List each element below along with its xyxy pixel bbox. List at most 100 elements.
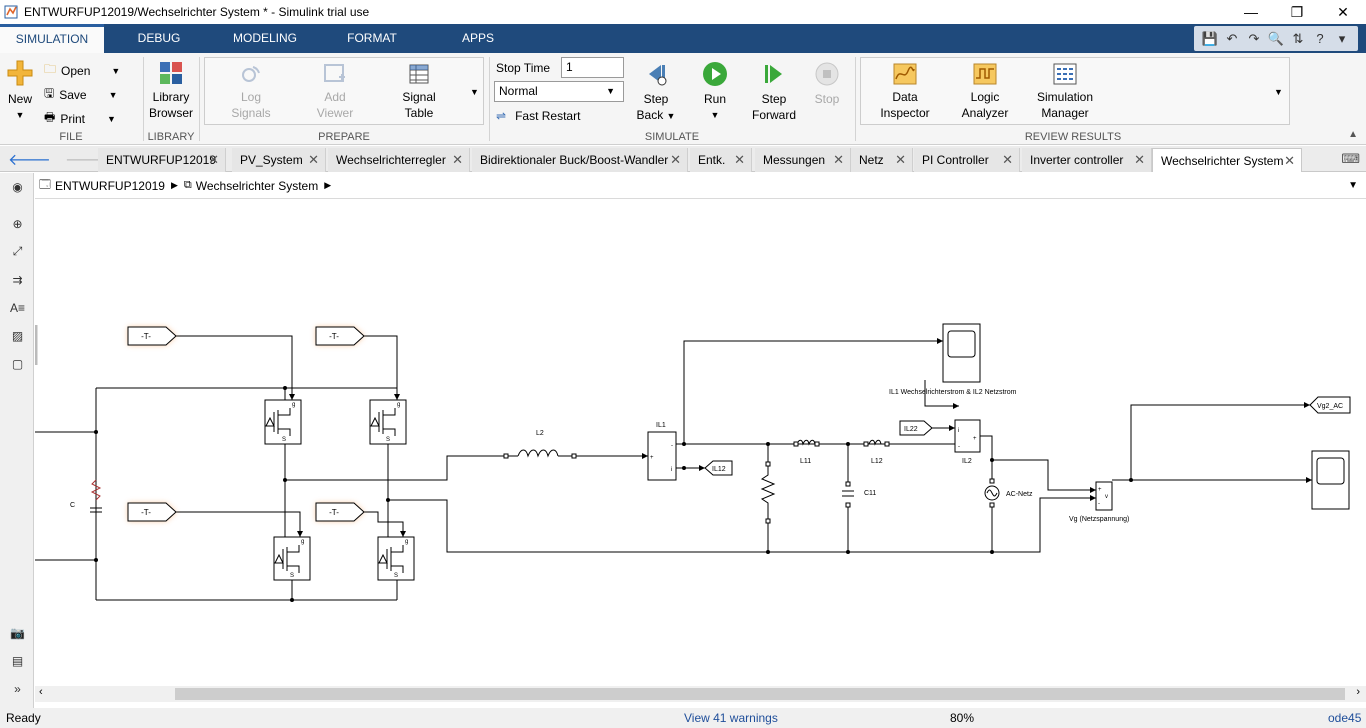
close-icon[interactable]: ✕	[208, 152, 219, 167]
mosfet-block-2[interactable]: g S	[369, 399, 407, 445]
breadcrumb-root[interactable]: ENTWURFUP12019	[54, 178, 165, 193]
hide-show-icon[interactable]: ◉	[12, 179, 23, 194]
doc-tab[interactable]: Netz✕	[851, 148, 913, 172]
back-arrow-icon[interactable]: 🡐	[8, 151, 51, 169]
from-block-3[interactable]: -T-	[127, 502, 177, 522]
collapse-ribbon-icon[interactable]: ▲	[1348, 129, 1358, 140]
stop-button[interactable]: Stop	[810, 61, 844, 107]
stop-time-input[interactable]: 1	[561, 57, 624, 78]
doc-tab[interactable]: Entk.✕	[690, 148, 752, 172]
logic-analyzer-button[interactable]: Logic Analyzer	[956, 63, 1014, 121]
close-window-button[interactable]: ✕	[1337, 3, 1349, 20]
doc-tab[interactable]: Bidirektionaler Buck/Boost-Wandler✕	[472, 148, 688, 172]
doc-tab-active[interactable]: Wechselrichter System✕	[1152, 148, 1302, 172]
close-icon[interactable]: ✕	[833, 152, 844, 167]
redo-icon[interactable]: ↷	[1248, 30, 1260, 46]
from-block-1[interactable]: -T-	[127, 326, 177, 346]
tab-simulation[interactable]: SIMULATION	[0, 24, 104, 53]
step-forward-button[interactable]: Step Forward	[750, 61, 798, 123]
save-button[interactable]: 🖫 Save ▼	[44, 84, 118, 105]
doc-tab[interactable]: ENTWURFUP12019✕	[98, 148, 226, 172]
signal-arrow-icon[interactable]: ⇉	[12, 272, 23, 287]
from-block-2[interactable]: -T-	[315, 326, 365, 346]
minimize-button[interactable]: —	[1244, 4, 1258, 20]
warnings-link[interactable]: View 41 warnings	[684, 711, 778, 725]
library-browser-button[interactable]: Library Browser	[148, 61, 194, 121]
current-sensor-il2[interactable]: i + - IL2	[954, 419, 981, 465]
sync-icon[interactable]: ⇅	[1292, 30, 1304, 46]
fast-restart-toggle[interactable]: ⇌ Fast Restart	[496, 109, 580, 123]
restore-button[interactable]: ❐	[1290, 3, 1304, 20]
block-diagram[interactable]: -T- -T- -T- -T- g S g S g S g S	[34, 200, 1366, 686]
forward-arrow-icon[interactable]: 🡒	[64, 151, 108, 169]
doc-tab[interactable]: PV_System✕	[232, 148, 326, 172]
annotation-icon[interactable]: A≡	[9, 300, 25, 315]
run-button[interactable]: Run ▼	[696, 61, 734, 123]
zoom-icon[interactable]: 🔍	[1267, 30, 1285, 46]
inductor-l12-block[interactable]: L12	[863, 439, 890, 465]
signal-table-button[interactable]: Signal Table	[394, 63, 444, 121]
help-icon[interactable]: ?	[1316, 31, 1324, 46]
gallery-expand-icon[interactable]: ▼	[470, 87, 479, 97]
scrollbar-thumb[interactable]	[175, 688, 1345, 700]
close-icon[interactable]: ✕	[1002, 152, 1013, 167]
gallery-expand-icon[interactable]: ▼	[1274, 87, 1283, 97]
save-icon[interactable]: 💾	[1201, 30, 1219, 46]
goto-vg2-ac[interactable]: Vg2_AC	[1309, 396, 1351, 414]
chevron-down-icon[interactable]: ▾	[1338, 30, 1346, 46]
close-icon[interactable]: ✕	[1284, 153, 1295, 168]
close-icon[interactable]: ✕	[895, 152, 906, 167]
chevron-down-icon[interactable]: ▼	[107, 113, 116, 124]
mosfet-block-1[interactable]: g S	[264, 399, 302, 445]
close-icon[interactable]: ✕	[452, 152, 463, 167]
resistor-load[interactable]	[760, 461, 776, 524]
scroll-right-icon[interactable]: ›	[1356, 686, 1360, 698]
camera-icon[interactable]: 📷	[10, 625, 25, 640]
close-icon[interactable]: ✕	[308, 152, 319, 167]
doc-tab[interactable]: Wechselrichterregler✕	[328, 148, 470, 172]
zoom-in-icon[interactable]: ⊕	[12, 216, 23, 231]
capacitor-c11-block[interactable]: C11	[842, 481, 876, 508]
close-icon[interactable]: ✕	[670, 152, 681, 167]
current-sensor-il1[interactable]: + - i IL1	[647, 422, 677, 481]
scope-block-1[interactable]: IL1 Wechselrichterstrom & IL2 Netzstrom	[889, 323, 1017, 396]
doc-tab[interactable]: Inverter controller✕	[1022, 148, 1152, 172]
mosfet-block-3[interactable]: g S	[273, 536, 311, 581]
goto-il12[interactable]: IL12	[704, 460, 733, 476]
doc-tab[interactable]: PI Controller✕	[914, 148, 1020, 172]
tab-debug[interactable]: DEBUG	[137, 31, 181, 45]
mosfet-block-4[interactable]: g S	[377, 536, 415, 581]
from-block-4[interactable]: -T-	[315, 502, 365, 522]
chevron-down-icon[interactable]: ▼	[108, 89, 118, 100]
doc-tab[interactable]: Messungen✕	[755, 148, 851, 172]
image-icon[interactable]: ▨	[11, 328, 24, 343]
tab-modeling[interactable]: MODELING	[232, 31, 297, 45]
tab-apps[interactable]: APPS	[461, 31, 494, 45]
close-icon[interactable]: ✕	[734, 152, 745, 167]
undo-icon[interactable]: ↶	[1226, 30, 1238, 46]
model-canvas[interactable]: -T- -T- -T- -T- g S g S g S g S	[34, 200, 1366, 686]
close-icon[interactable]: ✕	[1134, 152, 1145, 167]
from-il22[interactable]: IL22	[899, 420, 933, 436]
voltage-measurement-block[interactable]: + - v Vg (Netzspannung)	[1069, 481, 1129, 523]
data-inspector-button[interactable]: Data Inspector	[876, 63, 934, 121]
step-back-button[interactable]: Step Back ▼	[636, 61, 676, 124]
solver-link[interactable]: ode45	[1328, 711, 1362, 725]
log-signals-button[interactable]: Log Signals	[226, 63, 276, 121]
simulation-mode-select[interactable]: Normal ▼	[494, 81, 624, 102]
expand-icon[interactable]: »	[14, 681, 21, 696]
horizontal-scrollbar[interactable]: ‹ ›	[35, 686, 1366, 702]
new-button[interactable]: New ▼	[4, 59, 36, 123]
open-button[interactable]: 🗀 Open ▼	[44, 60, 120, 81]
capacitor-c-block[interactable]: C	[70, 479, 102, 513]
tab-format[interactable]: FORMAT	[347, 31, 397, 45]
area-icon[interactable]: ▢	[11, 356, 24, 371]
chevron-down-icon[interactable]: ▼	[1348, 180, 1358, 191]
property-inspector-icon[interactable]: ▤	[11, 653, 24, 668]
ac-source-block[interactable]: AC-Netz	[984, 478, 1033, 508]
fit-to-view-icon[interactable]: ⤢	[12, 244, 23, 258]
add-viewer-button[interactable]: Add Viewer	[310, 63, 360, 121]
inductor-l11-block[interactable]: L11	[793, 439, 820, 465]
scroll-left-icon[interactable]: ‹	[39, 686, 43, 698]
breadcrumb-current[interactable]: Wechselrichter System	[195, 178, 319, 193]
